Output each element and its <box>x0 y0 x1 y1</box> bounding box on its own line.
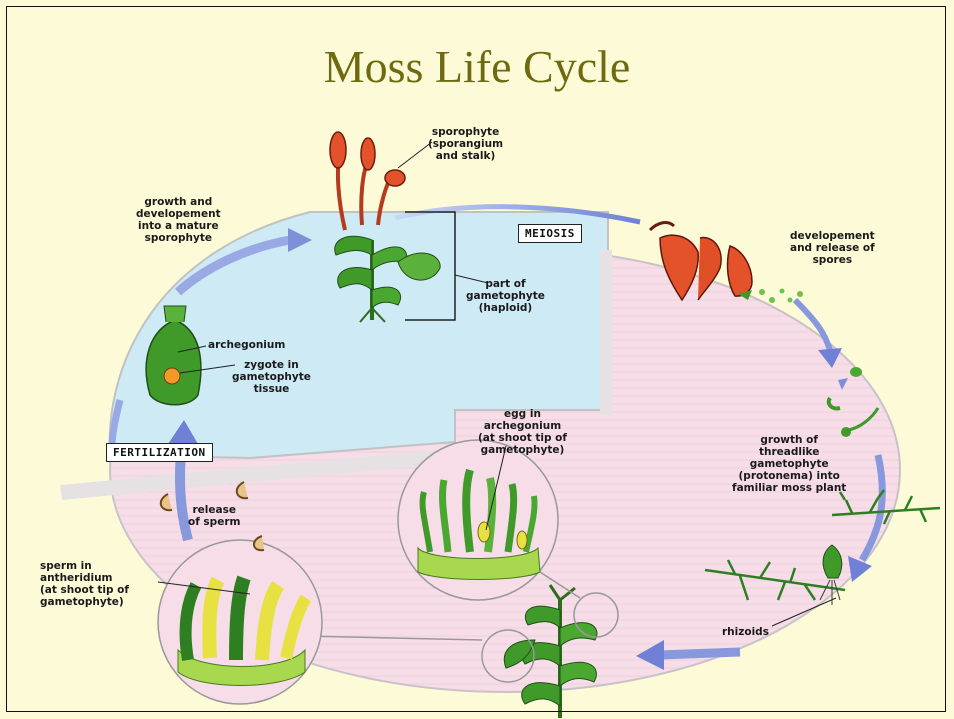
leader-sporophyte <box>398 142 432 168</box>
archegonium-shoot-tip-illustration <box>398 440 558 600</box>
label-gametophyte-part: part of gametophyte (haploid) <box>466 278 545 314</box>
label-archegonium: archegonium <box>208 339 285 351</box>
label-release-spores: developement and release of spores <box>790 230 875 266</box>
label-growth-mature: growth and developement into a mature sp… <box>136 196 221 244</box>
meiosis-box: MEIOSIS <box>518 224 582 243</box>
antheridium-shoot-tip-illustration <box>158 540 322 704</box>
slide-title: Moss Life Cycle <box>0 40 954 93</box>
label-egg: egg in archegonium (at shoot tip of game… <box>478 408 567 456</box>
label-threadlike: growth of threadlike gametophyte (proton… <box>732 434 846 494</box>
label-rhizoids: rhizoids <box>722 626 769 638</box>
label-sperm: sperm in antheridium (at shoot tip of ga… <box>40 560 129 608</box>
fertilization-box: FERTILIZATION <box>106 443 213 462</box>
separator-band-right <box>600 250 612 415</box>
label-sporophyte: sporophyte (sporangium and stalk) <box>428 126 503 162</box>
label-zygote: zygote in gametophyte tissue <box>232 359 311 395</box>
label-release-sperm: release of sperm <box>188 504 240 528</box>
arrow-to-gametophyte <box>660 652 740 655</box>
